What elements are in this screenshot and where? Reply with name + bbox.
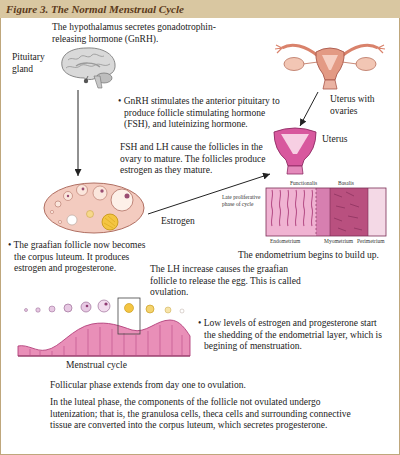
ovary-illustration: [44, 183, 144, 233]
ovary-illustration: [87, 211, 94, 218]
endometrium-section: [368, 188, 369, 236]
uterus-ovaries-illustration: [303, 62, 318, 64]
tissue-label: Myometrium: [324, 238, 353, 245]
menstrual-cycle-graph: [180, 309, 184, 313]
uterus-ovaries-illustration: [356, 58, 376, 71]
ovary-illustration: [102, 214, 118, 230]
bullet-note: • GnRH stimulates the anterior pituitary…: [118, 96, 281, 131]
ovary-illustration: [58, 220, 61, 223]
note-text: The endometrium begins to build up.: [238, 250, 388, 262]
note-text: In the luteal phase, the components of t…: [50, 397, 368, 432]
brain-illustration: [62, 48, 115, 88]
note-text: Follicular phase extends from day one to…: [50, 380, 380, 392]
menstrual-cycle-graph: [64, 304, 72, 312]
ovary-illustration: [44, 183, 144, 233]
part-label: Uterus: [322, 134, 356, 146]
endometrium-section: [271, 190, 312, 226]
menstrual-cycle-graph: [98, 300, 110, 312]
brain-illustration: [84, 79, 88, 83]
ovary-illustration: [67, 215, 77, 225]
part-label: Pituitary gland: [12, 52, 60, 75]
uterus-ovaries-node: Uterus with ovaries: [270, 36, 388, 92]
ovary-illustration: [125, 194, 130, 199]
ovary-illustration: [104, 216, 115, 228]
ovary-illustration: [55, 201, 61, 207]
menstrual-cycle-graph: [18, 320, 190, 356]
uterus-ovaries-illustration: [322, 55, 338, 70]
tissue-label: Late proliferative phase of cycle: [222, 194, 264, 207]
ovary-illustration: [93, 186, 107, 200]
ovary-illustration: [50, 210, 53, 213]
menstrual-cycle-graph: [25, 309, 28, 312]
endometrium-section: [316, 188, 317, 236]
ovary-illustration: [111, 189, 133, 211]
uterus-ovaries-illustration: [284, 58, 304, 71]
ovary-node: • The graafian follicle now becomes the …: [8, 176, 148, 277]
menstrual-cycle-graph: [104, 302, 107, 305]
menstrual-cycle-graph: [81, 302, 91, 312]
uterus-ovaries-illustration: [275, 45, 385, 89]
tissue-label: Perimetrium: [357, 238, 385, 245]
endometrium-section: [330, 188, 368, 236]
ovary-illustration: [100, 189, 103, 192]
bullet-note: • The graafian follicle now becomes the …: [8, 240, 146, 275]
menstrual-cycle-graph: [125, 304, 134, 313]
uterus-ovaries-illustration: [323, 80, 337, 89]
uterus-illustration: [274, 128, 316, 174]
menstrual-cycle-graph: [165, 307, 171, 313]
endometrium-section: [316, 188, 330, 236]
figure-title: Figure 3. The Normal Menstrual Cycle: [0, 0, 400, 18]
uterus-node: Uterus: [270, 126, 354, 176]
endometrium-section: [266, 188, 316, 236]
part-label: Uterus with ovaries: [330, 94, 388, 117]
brain-illustration: [94, 76, 102, 88]
uterus-illustration: [281, 134, 309, 154]
menstrual-cycle-graph: [86, 305, 89, 308]
uterus-ovaries-illustration: [342, 45, 378, 56]
uterus-illustration: [287, 166, 303, 174]
menstrual-cycle-graph: [146, 305, 154, 313]
endometrium-section: [266, 188, 386, 236]
menstrual-cycle-graph: [36, 308, 40, 312]
bullet-note: • Low levels of estrogen and progesteron…: [198, 318, 390, 353]
menstrual-cycle-graph: [18, 298, 190, 356]
uterus-illustration: [274, 128, 316, 166]
endometrium-section: [368, 188, 386, 236]
menstrual-cycle-graph: [118, 298, 140, 334]
menstrual-cycle-graph: [30, 325, 182, 355]
ovary-illustration: [77, 185, 88, 196]
menstrual-cycle-graph: [49, 306, 55, 312]
graph-label: Menstrual cycle: [66, 360, 127, 372]
tissue-label: Functionalis: [290, 180, 317, 187]
uterus-ovaries-illustration: [342, 62, 357, 64]
endometrium-section: [266, 188, 386, 236]
brain-illustration: [66, 54, 110, 68]
brain-illustration: [76, 63, 100, 67]
ovary-illustration: [82, 188, 85, 191]
arrow-connector: [148, 174, 270, 214]
uterus-ovaries-illustration: [282, 45, 318, 56]
pituitary-node: Pituitary gland: [12, 48, 120, 90]
menstrual-cycle-graph: [18, 356, 190, 357]
note-text: The LH increase causes the graafian foll…: [150, 264, 310, 299]
ovary-illustration: [67, 195, 69, 197]
tissue-label: Endometrium: [270, 238, 300, 245]
ovary-illustration: [64, 192, 73, 201]
arrow-connector: [78, 90, 79, 176]
tissue-label: Basalis: [338, 180, 354, 187]
note-text: The hypothalamus secretes gonadotrophin-…: [52, 22, 242, 45]
arrow-connector: [300, 92, 318, 126]
endometrium-section: [330, 188, 331, 236]
edge-label: Estrogen: [160, 216, 196, 228]
note-text: FSH and LH cause the follicles in the ov…: [120, 142, 272, 177]
uterus-ovaries-illustration: [316, 48, 344, 80]
endometrium-section: [334, 192, 362, 231]
